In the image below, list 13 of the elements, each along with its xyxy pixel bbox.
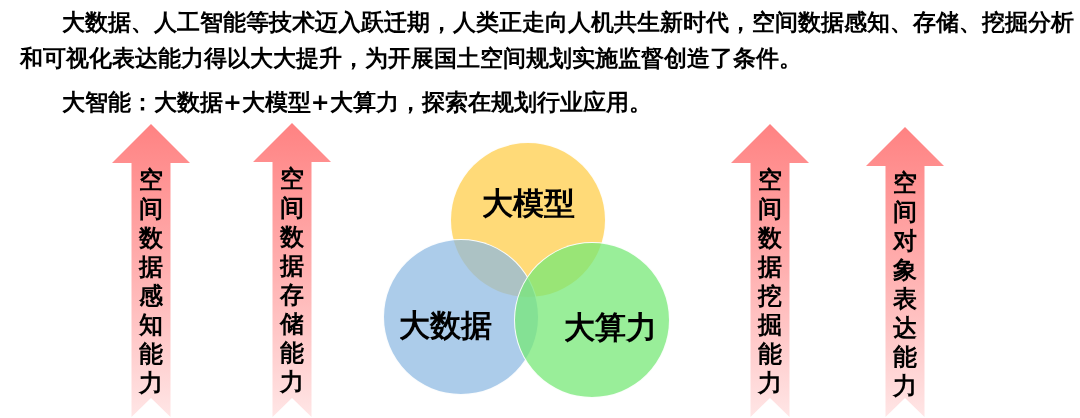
up-arrow-banner xyxy=(253,123,331,417)
arrow-label: 空间数据感知能力 xyxy=(139,166,163,398)
arrow-label: 空间数据挖掘能力 xyxy=(758,166,782,398)
intro-paragraph: 大数据、人工智能等技术迈入跃迁期，人类正走向人机共生新时代，空间数据感知、存储、挖掘分析和可视化表达能力得以大大提升，为开展国土空间规划实施监督创造了条件。 xyxy=(20,8,1075,73)
arrow-label: 空间数据存储能力 xyxy=(280,165,304,397)
up-arrow-banner xyxy=(112,124,190,417)
summary-text: 大智能：大数据+大模型+大算力，探索在规划行业应用。 xyxy=(62,88,652,117)
circle-label: 大算力 xyxy=(563,309,657,345)
up-arrow-banner xyxy=(731,124,809,417)
circle-label: 大模型 xyxy=(481,185,575,221)
circle-label: 大数据 xyxy=(398,307,492,343)
arrow-label: 空间对象表达能力 xyxy=(893,169,917,401)
up-arrow-banner xyxy=(866,127,944,417)
